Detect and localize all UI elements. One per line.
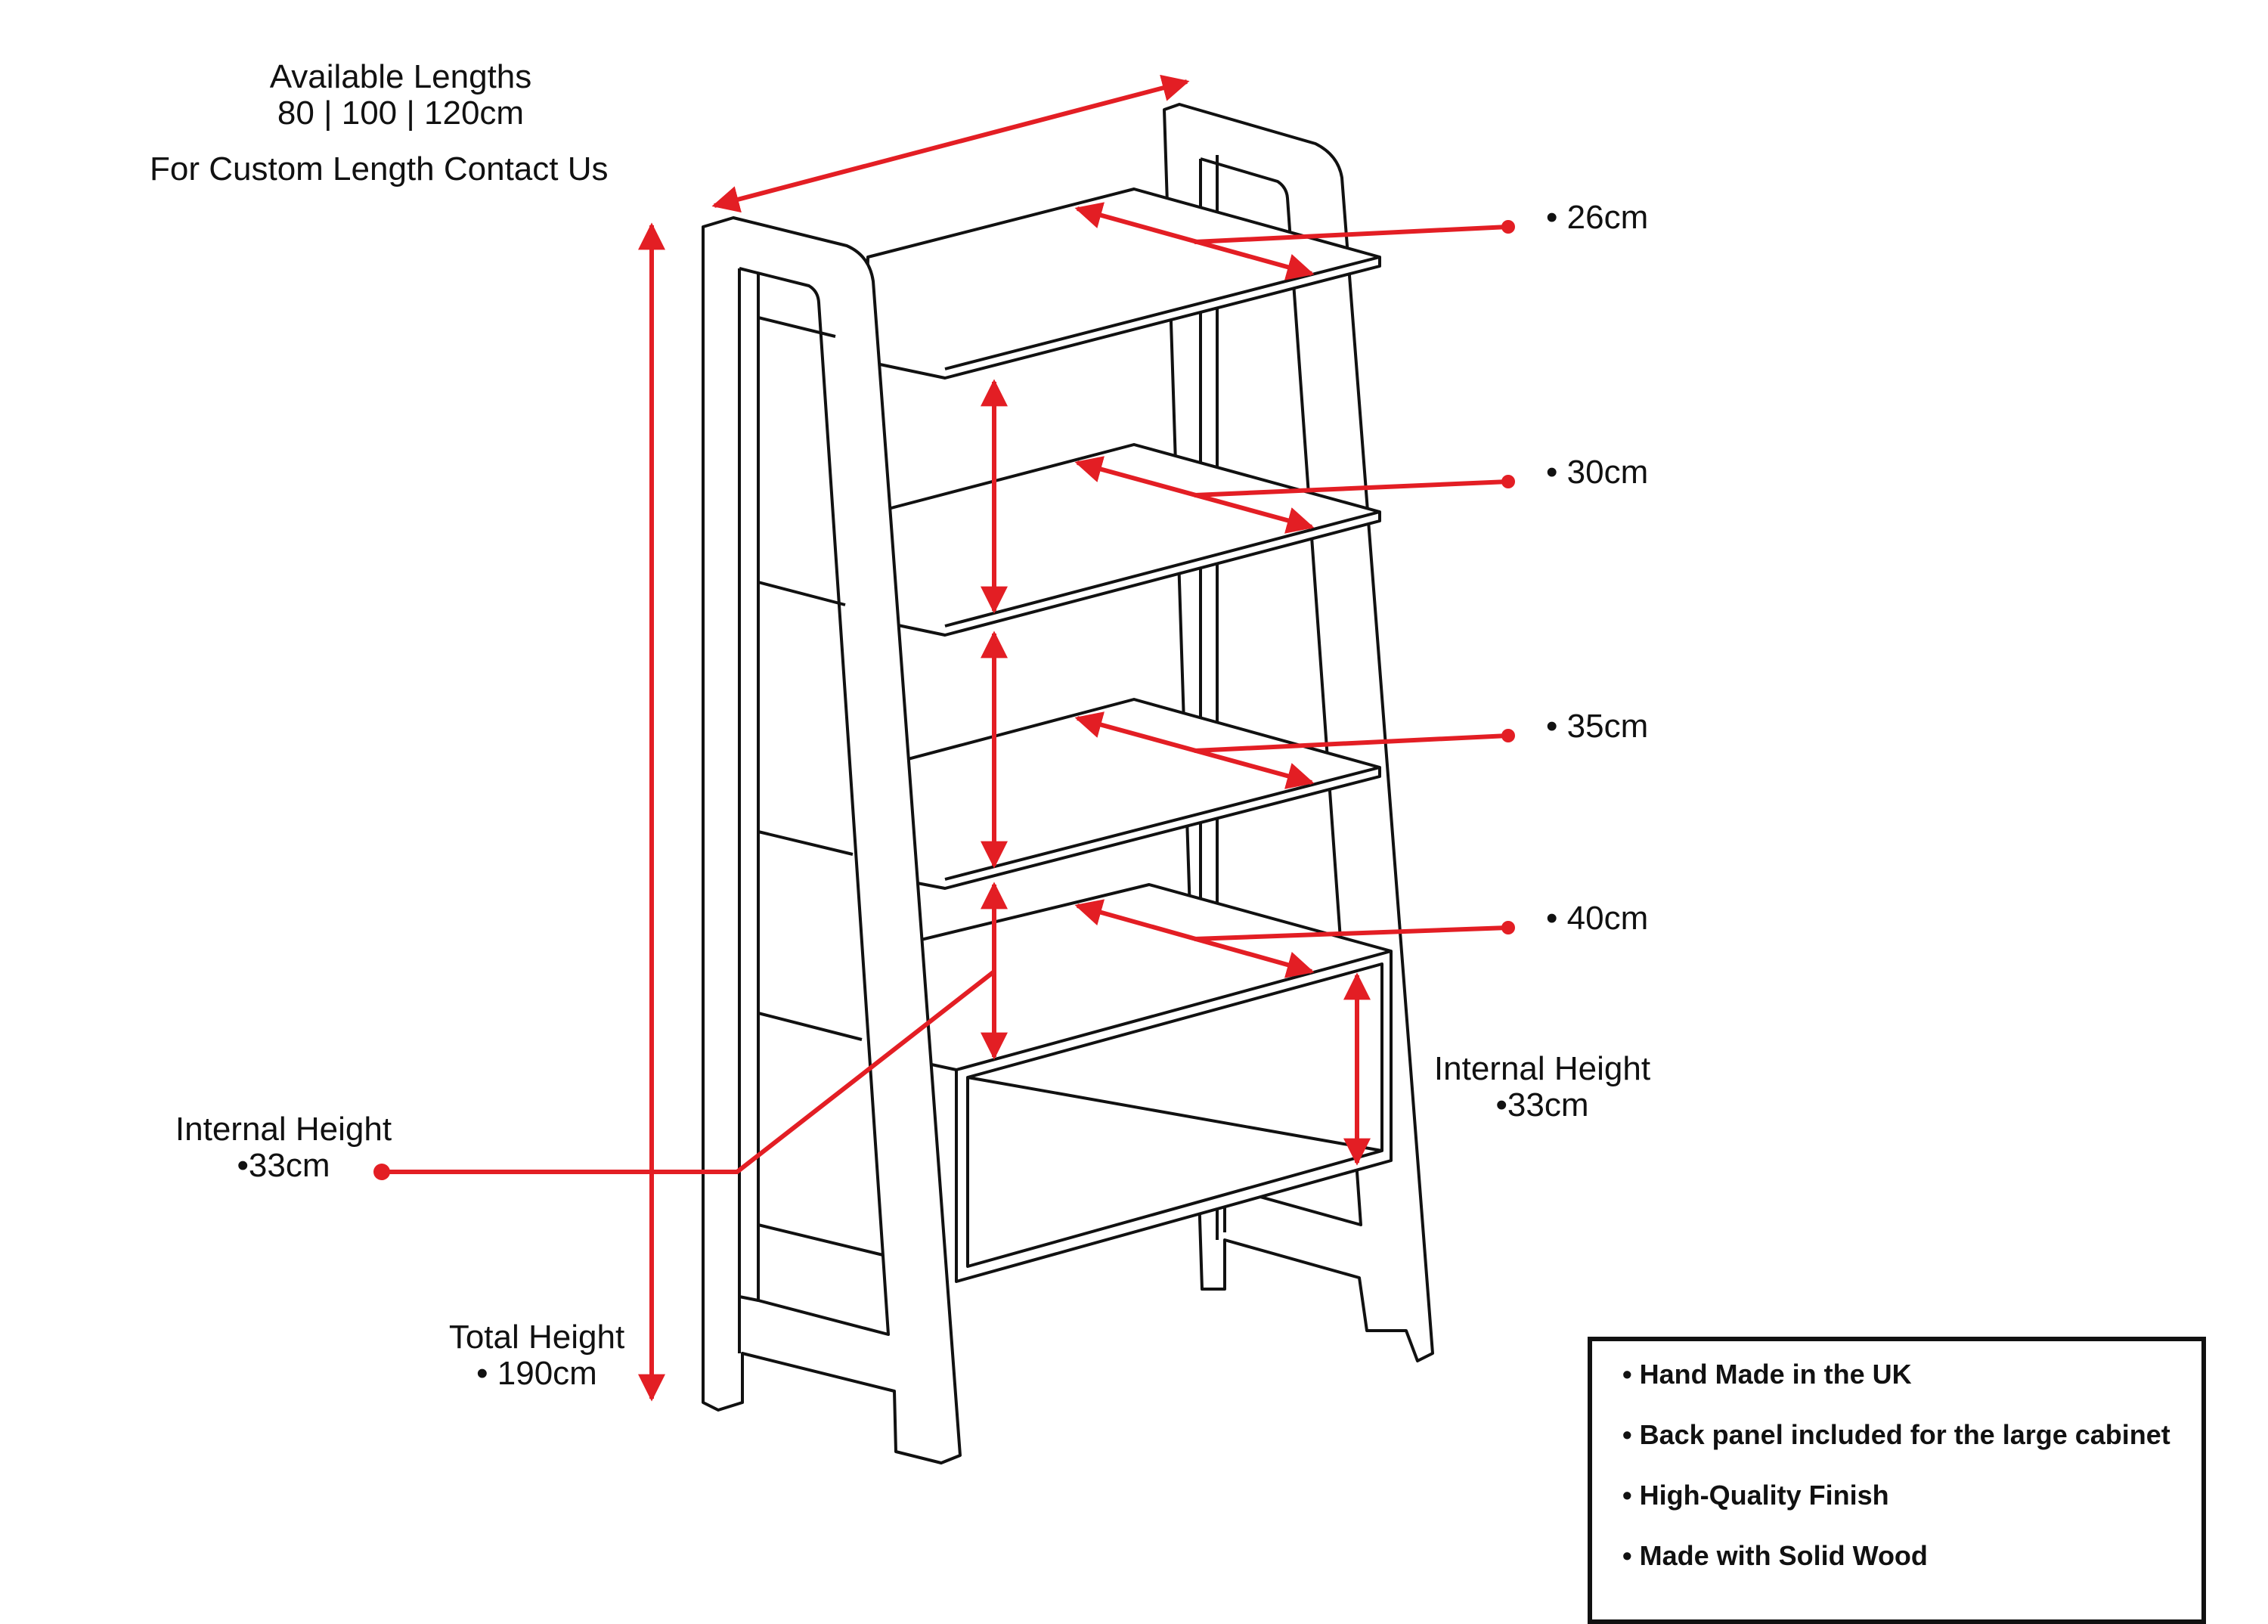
internal-height-left-value: •33cm xyxy=(237,1147,330,1184)
custom-length-note: For Custom Length Contact Us xyxy=(150,150,609,188)
internal-height-left: Internal Height •33cm xyxy=(147,1111,420,1184)
annotations xyxy=(373,74,1515,1402)
total-height-label: Total Height xyxy=(448,1319,625,1356)
length-arrow xyxy=(711,74,1190,213)
internal-height-right-value: •33cm xyxy=(1495,1086,1589,1123)
internal-height-leader xyxy=(382,969,996,1174)
features-list: Hand Made in the UK Back panel included … xyxy=(1592,1341,2201,1571)
feature-item: High-Quality Finish xyxy=(1622,1480,2201,1511)
shelf-depth-2: • 30cm xyxy=(1546,454,1649,491)
available-lengths-values: 80 | 100 | 120cm xyxy=(277,95,525,132)
front-frame xyxy=(702,216,962,1464)
shelf-depth-1: • 26cm xyxy=(1546,199,1649,236)
total-height-value: • 190cm xyxy=(476,1355,597,1392)
feature-item: Made with Solid Wood xyxy=(1622,1541,2201,1571)
internal-height-right-label: Internal Height xyxy=(1433,1050,1651,1087)
bookshelf-drawing xyxy=(702,103,1434,1464)
internal-height-left-label: Internal Height xyxy=(175,1111,392,1148)
available-lengths-title: Available Lengths xyxy=(269,58,532,95)
features-box: Hand Made in the UK Back panel included … xyxy=(1588,1337,2206,1624)
total-height: Total Height • 190cm xyxy=(401,1319,673,1392)
shelf-depth-3: • 35cm xyxy=(1546,708,1649,745)
available-lengths: Available Lengths 80 | 100 | 120cm xyxy=(227,59,575,132)
internal-height-right: Internal Height •33cm xyxy=(1406,1051,1678,1123)
feature-item: Hand Made in the UK xyxy=(1622,1359,2201,1390)
feature-item: Back panel included for the large cabine… xyxy=(1622,1420,2201,1450)
shelf-depth-4: • 40cm xyxy=(1546,900,1649,937)
